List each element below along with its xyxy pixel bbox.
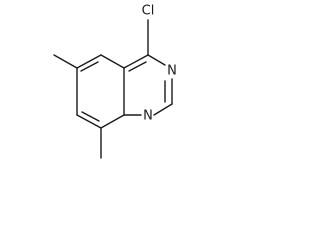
bond-c7-c8-double [81,111,100,122]
bond-c6-methyl [53,54,78,69]
bond-c5-c6 [76,54,102,69]
bond-c4a-c4 [123,54,149,69]
bond-c4a-c4-double [128,61,147,72]
nitrogen-atom-label-top: N [167,64,177,79]
bond-c2-n1 [153,103,173,116]
pyrimidine-ring [123,54,173,116]
chlorine-atom-label: Cl [142,4,155,19]
nitrogen-atom-label-bottom: N [143,109,153,124]
quinazoline-structure-diagram: Cl N N [53,4,177,159]
bond-c4a-c5 [100,54,125,69]
bond-c8-c8a [100,114,125,129]
bond-c5-c6-double [80,61,99,72]
bond-c7-c8 [76,114,102,129]
bond-c4-n3 [147,54,166,66]
benzene-ring [76,54,125,129]
